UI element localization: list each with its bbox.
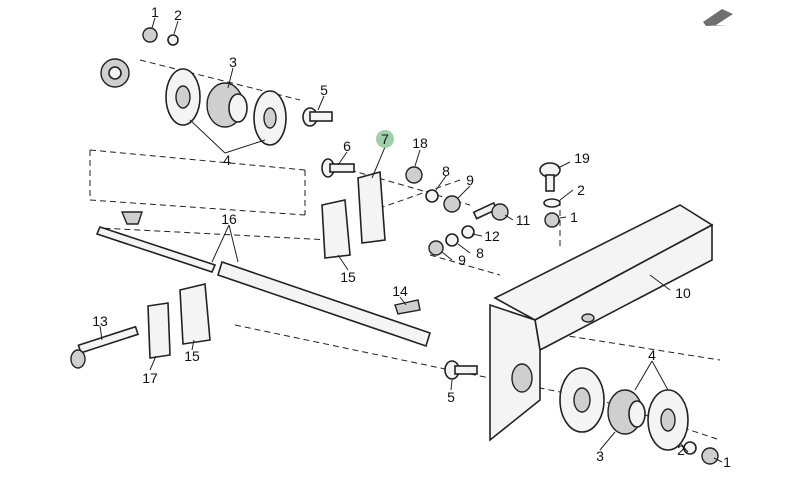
callout-5b[interactable]: 5 [447,389,455,405]
callout-13[interactable]: 13 [92,313,108,329]
bolt-5-lower [444,360,478,380]
nut-1 [544,212,560,228]
bracket-10 [489,204,714,442]
clamp-block-lower [179,283,211,345]
key [120,211,143,225]
callout-8b[interactable]: 8 [476,245,484,261]
nut-lower [701,447,719,465]
callout-2b[interactable]: 2 [577,182,585,198]
callout-9b[interactable]: 9 [458,252,466,268]
callout-3[interactable]: 3 [229,54,237,70]
callout-14[interactable]: 14 [392,283,408,299]
callout-15b[interactable]: 15 [184,348,200,364]
callout-1b[interactable]: 1 [570,209,578,225]
callout-11[interactable]: 11 [516,212,531,228]
callout-8[interactable]: 8 [442,163,450,179]
nut-9 [443,195,461,213]
key-14 [394,299,421,315]
plate-17 [147,302,171,359]
flange-lower-left [559,367,605,433]
nut-9b [428,240,444,256]
nut-top [142,27,158,43]
callout-6[interactable]: 6 [343,138,351,154]
callout-10[interactable]: 10 [675,285,691,301]
washer-lower [683,441,697,455]
nut-18 [405,166,423,184]
callout-7[interactable]: 7 [381,131,389,147]
callout-1c[interactable]: 1 [723,454,731,470]
callout-4b[interactable]: 4 [648,347,656,363]
callout-16[interactable]: 16 [221,211,237,227]
callout-12[interactable]: 12 [484,228,500,244]
bolt-5-top [302,107,333,127]
bolt-13 [70,325,139,369]
shaft-16 [95,226,217,273]
flange-right [253,90,287,146]
main-shaft [217,260,431,348]
washer-top [167,34,179,46]
arrow-down-left-icon[interactable] [703,9,733,26]
callout-2[interactable]: 2 [174,7,182,23]
washer-12 [461,225,475,239]
washer-8 [425,189,439,203]
callout-9[interactable]: 9 [466,172,474,188]
washer-2 [543,198,561,208]
clamp-block-upper [321,199,351,259]
callout-3b[interactable]: 3 [596,448,604,464]
callout-highlight [376,130,394,148]
callout-5[interactable]: 5 [320,82,328,98]
flange-lower-right [647,389,689,451]
washer-8b [445,233,459,247]
bearing-top [206,82,248,128]
sprocket [100,58,130,88]
bolt-11 [472,201,509,221]
callout-19[interactable]: 19 [574,150,590,166]
callout-2c[interactable]: 2 [677,442,685,458]
carriage-bolt-19 [539,162,561,192]
flange-left [165,68,201,126]
callout-18[interactable]: 18 [412,135,428,151]
callout-4[interactable]: 4 [223,152,231,168]
bearing-lower [607,389,646,435]
callout-15[interactable]: 15 [340,269,356,285]
plate-7 [357,170,386,244]
bolt-6 [321,158,355,178]
callout-1[interactable]: 1 [151,4,159,20]
callout-17[interactable]: 17 [142,370,158,386]
